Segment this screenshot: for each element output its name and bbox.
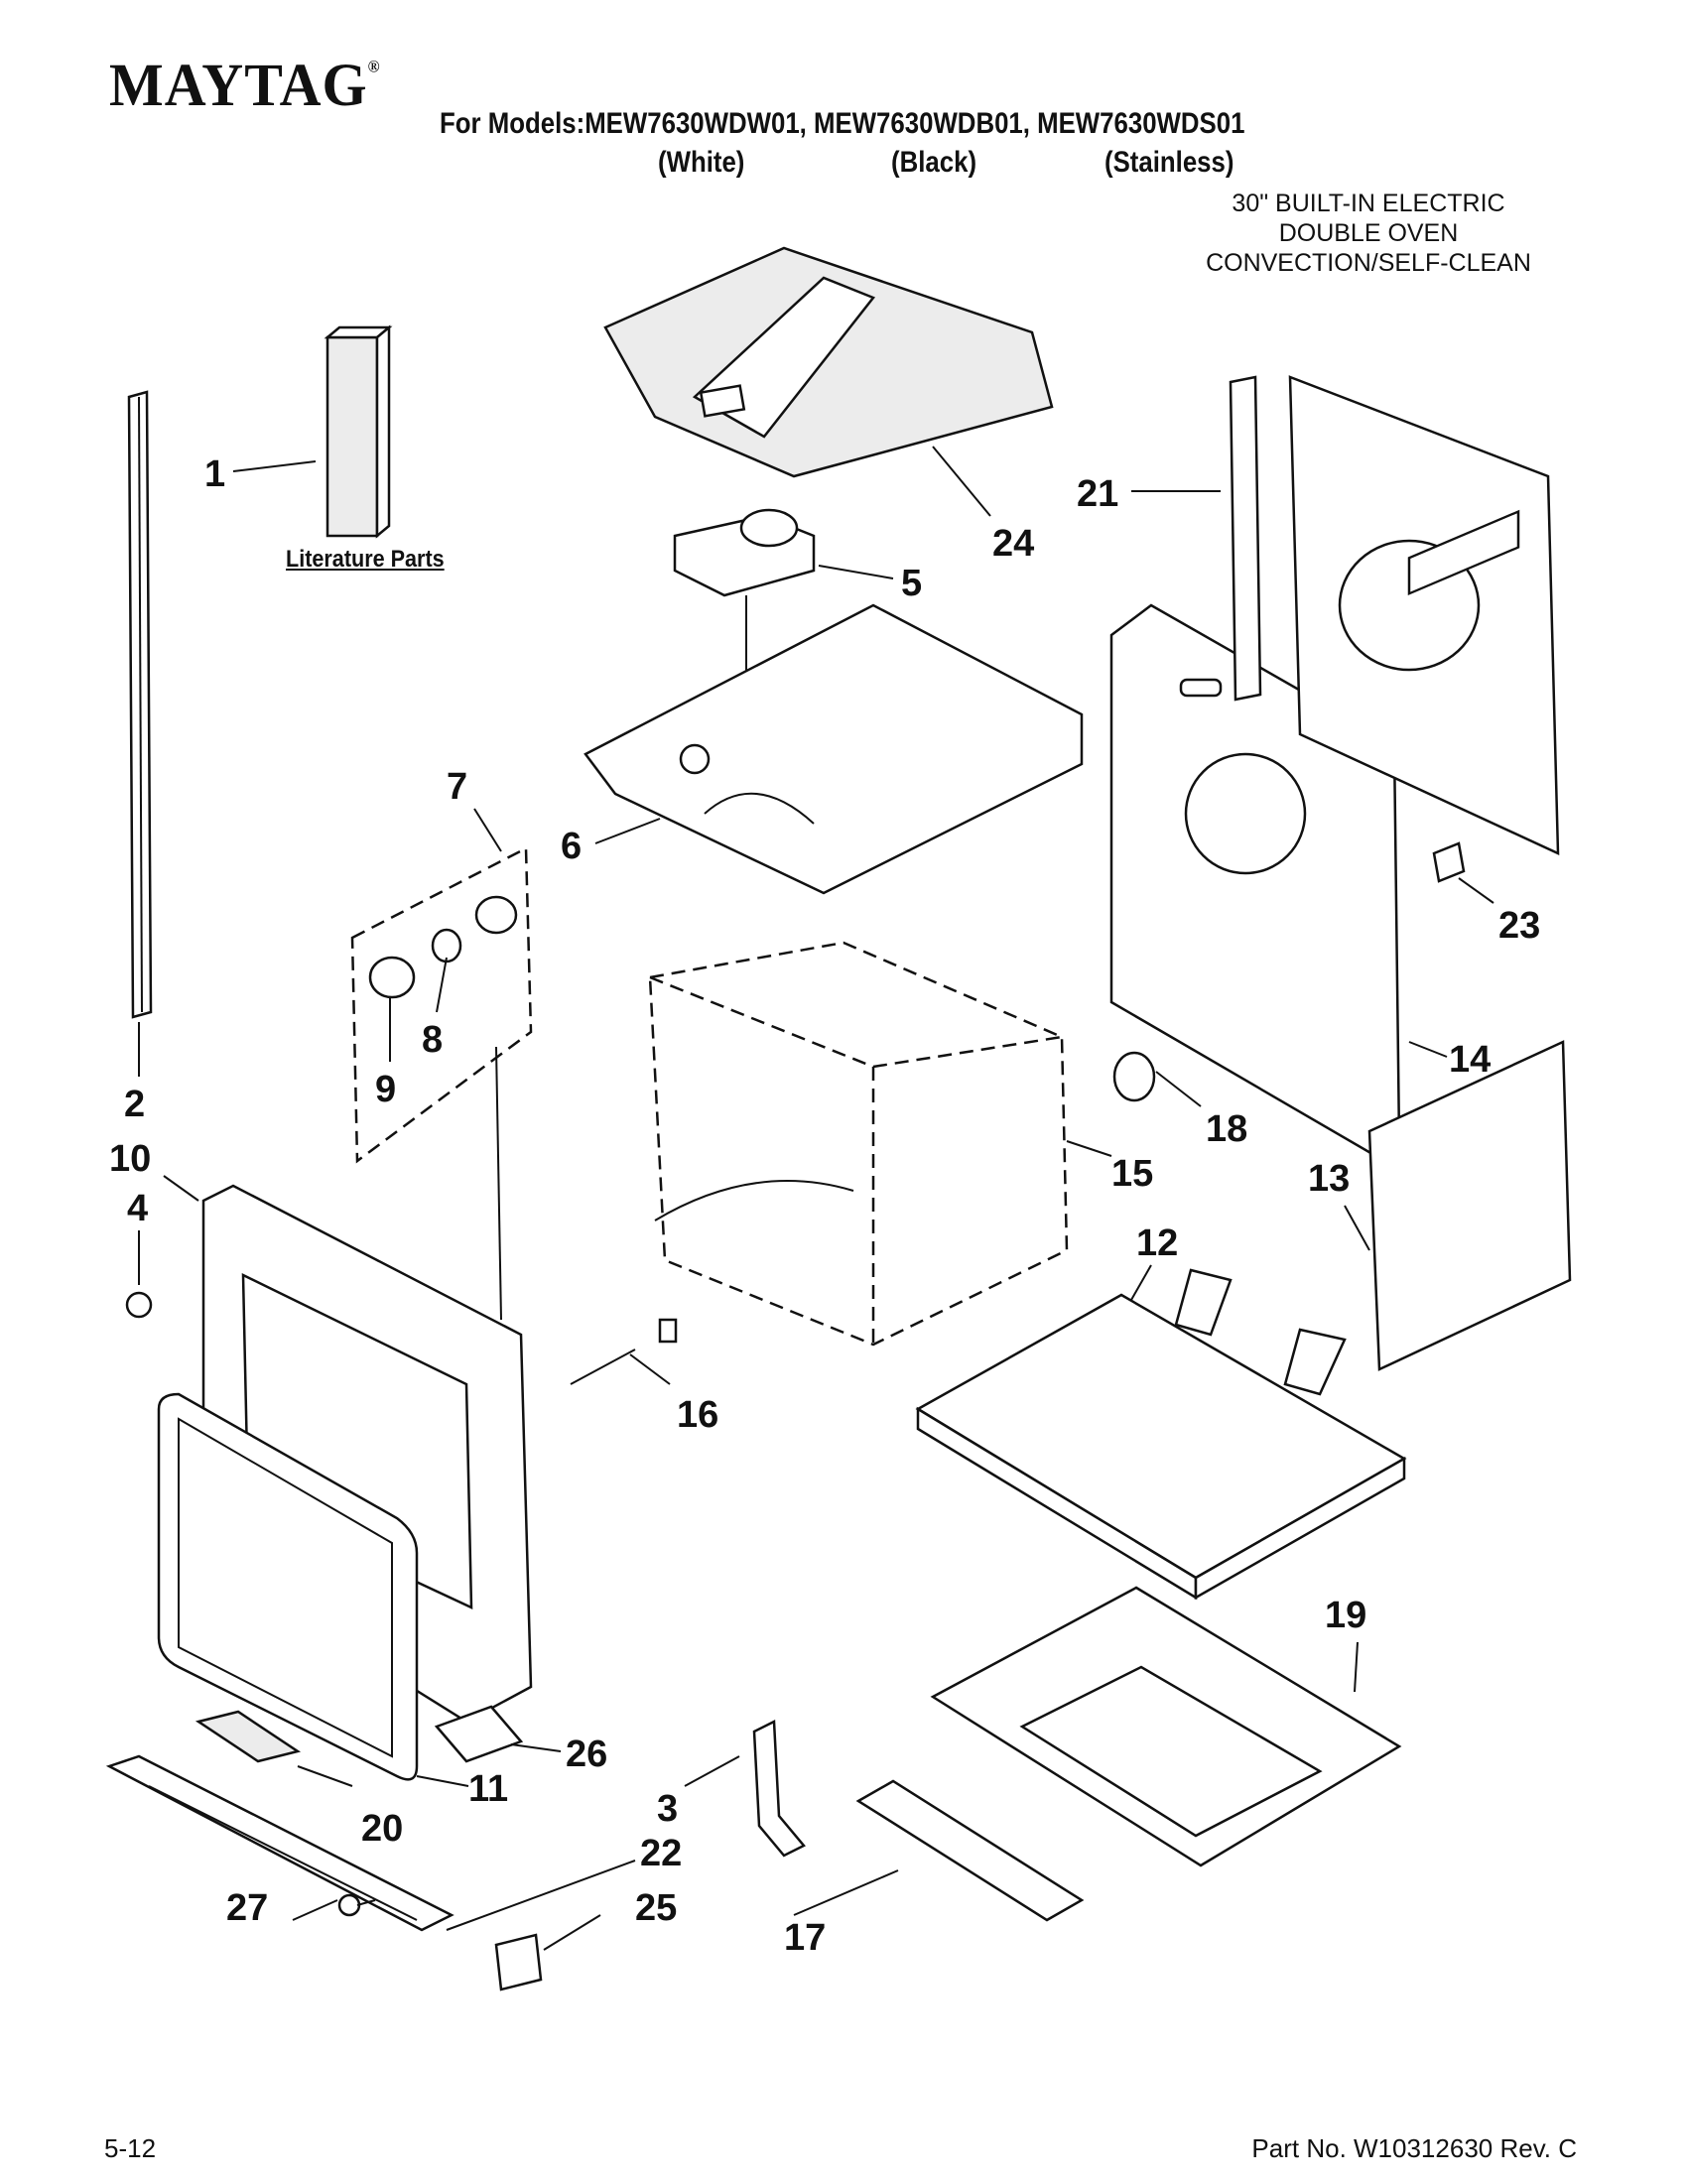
part-trim-strip bbox=[127, 390, 153, 1019]
page-number: 5-12 bbox=[104, 2133, 157, 2163]
part-oven-top-pan bbox=[584, 603, 1084, 895]
callout-20: 20 bbox=[361, 1808, 403, 1850]
part-bottom-trim bbox=[855, 1779, 1085, 1922]
description-line-3: CONVECTION/SELF-CLEAN bbox=[1206, 249, 1531, 277]
callout-26: 26 bbox=[566, 1734, 607, 1775]
variant-white: (White) bbox=[658, 146, 745, 179]
callout-5: 5 bbox=[901, 563, 922, 604]
part-sensor-probe bbox=[570, 1318, 678, 1385]
part-lamp-assembly bbox=[350, 845, 533, 1321]
callout-18: 18 bbox=[1206, 1108, 1247, 1150]
callout-19: 19 bbox=[1325, 1595, 1366, 1636]
part-top-panel bbox=[603, 246, 1054, 478]
callout-2: 2 bbox=[124, 1084, 145, 1125]
callout-13: 13 bbox=[1308, 1158, 1350, 1200]
callout-4: 4 bbox=[127, 1188, 148, 1229]
variant-stainless: (Stainless) bbox=[1104, 146, 1234, 179]
callout-22: 22 bbox=[640, 1833, 682, 1874]
callout-9: 9 bbox=[375, 1069, 396, 1110]
part-side-bracket bbox=[752, 1720, 806, 1858]
literature-parts-label: Literature Parts bbox=[286, 546, 445, 573]
callout-25: 25 bbox=[635, 1887, 677, 1929]
callout-7: 7 bbox=[447, 766, 467, 808]
part-oven-cavity bbox=[648, 941, 1069, 1347]
callout-23: 23 bbox=[1498, 905, 1540, 947]
description-line-1: 30" BUILT-IN ELECTRIC bbox=[1232, 190, 1505, 217]
part-small-bracket bbox=[1432, 841, 1466, 883]
part-floor-bracket bbox=[434, 1705, 524, 1763]
part-clip bbox=[494, 1933, 543, 1991]
variant-black: (Black) bbox=[891, 146, 977, 179]
part-bottom-shelf bbox=[915, 1268, 1407, 1601]
models-line: For Models:MEW7630WDW01, MEW7630WDB01, M… bbox=[440, 107, 1245, 140]
part-screw bbox=[337, 1893, 376, 1917]
part-thermostat bbox=[1112, 1051, 1156, 1102]
callout-3: 3 bbox=[657, 1788, 678, 1830]
part-number: Part No. W10312630 Rev. C bbox=[1251, 2133, 1577, 2163]
callout-24: 24 bbox=[992, 523, 1034, 565]
registered-mark: ® bbox=[367, 58, 381, 76]
callout-1: 1 bbox=[204, 453, 225, 495]
callout-17: 17 bbox=[784, 1917, 826, 1959]
part-vent-trim bbox=[105, 1754, 454, 1932]
callout-27: 27 bbox=[226, 1887, 268, 1929]
callout-6: 6 bbox=[561, 826, 582, 867]
part-insulation-block bbox=[195, 1710, 302, 1763]
part-knob-screw bbox=[125, 1291, 153, 1319]
callout-12: 12 bbox=[1136, 1222, 1178, 1264]
part-side-panel bbox=[1367, 509, 1572, 1371]
brand-name: MAYTAG bbox=[109, 51, 368, 119]
callout-14: 14 bbox=[1449, 1039, 1491, 1081]
callout-15: 15 bbox=[1111, 1153, 1153, 1195]
callout-16: 16 bbox=[677, 1394, 718, 1436]
callout-21: 21 bbox=[1077, 473, 1118, 515]
part-literature-booklet bbox=[324, 324, 393, 539]
description-line-2: DOUBLE OVEN bbox=[1278, 219, 1459, 247]
part-door-gasket bbox=[157, 1392, 419, 1781]
callout-8: 8 bbox=[422, 1019, 443, 1061]
callout-11: 11 bbox=[468, 1768, 508, 1810]
part-bottom-frame bbox=[930, 1586, 1402, 1867]
leader-arrows bbox=[138, 446, 1494, 1951]
callout-10: 10 bbox=[109, 1138, 151, 1180]
brand-logo: MAYTAG® bbox=[109, 50, 381, 119]
callout-labels: 1 2 3 4 5 6 7 8 9 10 11 12 13 14 15 16 1… bbox=[109, 453, 1540, 1959]
product-description: 30" BUILT-IN ELECTRIC DOUBLE OVEN CONVEC… bbox=[1160, 189, 1577, 278]
